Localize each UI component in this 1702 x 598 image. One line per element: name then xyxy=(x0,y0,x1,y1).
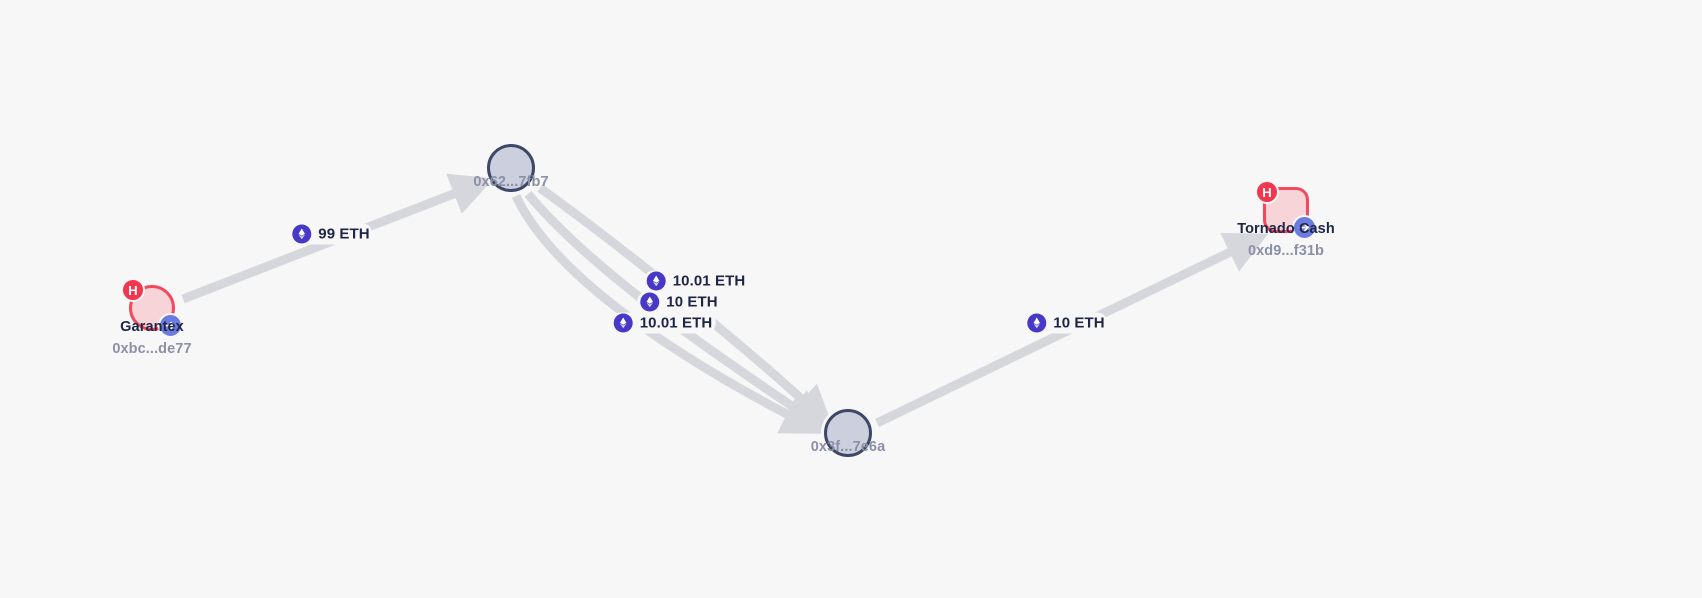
node-tornado-cash-label: Tornado Cash 0xd9...f31b xyxy=(1237,221,1335,259)
edge-label-10-01-eth-a[interactable]: 10.01 ETH xyxy=(643,270,749,292)
edge-amount-text: 10 ETH xyxy=(1053,314,1105,332)
ethereum-icon xyxy=(646,271,666,291)
arrow-right-icon xyxy=(1292,215,1317,240)
node-garantex-label: Garantex 0xbc...de77 xyxy=(112,319,191,357)
arrow-right-icon xyxy=(158,313,183,338)
node-tornado-cash-name: Tornado Cash xyxy=(1237,221,1335,237)
node-addr-62-label: 0x62...7fb7 xyxy=(473,174,548,190)
node-addr-62-shape xyxy=(487,144,535,192)
node-garantex[interactable]: H Garantex 0xbc...de77 xyxy=(112,278,192,357)
node-addr-3f-shape xyxy=(824,409,872,457)
node-tornado-cash[interactable]: H Tornado Cash 0xd9...f31b xyxy=(1237,180,1335,259)
node-garantex-shape: H xyxy=(121,278,183,338)
edge-amount-text: 10 ETH xyxy=(666,293,718,311)
node-addr-62[interactable]: 0x62...7fb7 xyxy=(473,144,549,192)
node-tornado-cash-shape: H xyxy=(1255,180,1317,240)
node-garantex-name: Garantex xyxy=(120,319,184,335)
node-garantex-address: 0xbc...de77 xyxy=(112,341,192,357)
ethereum-icon xyxy=(613,313,633,333)
edge-amount-text: 10.01 ETH xyxy=(672,272,746,290)
node-tornado-cash-address: 0xd9...f31b xyxy=(1247,243,1325,259)
edge-label-99-eth[interactable]: 99 ETH xyxy=(289,223,373,245)
edge-amount-text: 10.01 ETH xyxy=(639,314,713,332)
node-addr-3f-address: 0x3f...7e6a xyxy=(810,439,886,455)
ethereum-icon xyxy=(1027,313,1047,333)
edge-label-10-01-eth-b[interactable]: 10.01 ETH xyxy=(610,312,716,334)
edge-label-10-eth-b[interactable]: 10 ETH xyxy=(1024,312,1108,334)
hazard-icon: H xyxy=(121,278,145,302)
edge-amount-text: 99 ETH xyxy=(318,225,370,243)
ethereum-icon xyxy=(640,292,660,312)
node-addr-3f[interactable]: 0x3f...7e6a xyxy=(811,409,885,457)
ethereum-icon xyxy=(292,224,312,244)
node-addr-62-address: 0x62...7fb7 xyxy=(473,174,549,190)
hazard-icon: H xyxy=(1255,180,1279,204)
edge-label-10-eth-a[interactable]: 10 ETH xyxy=(637,291,721,313)
node-addr-3f-label: 0x3f...7e6a xyxy=(811,439,885,455)
